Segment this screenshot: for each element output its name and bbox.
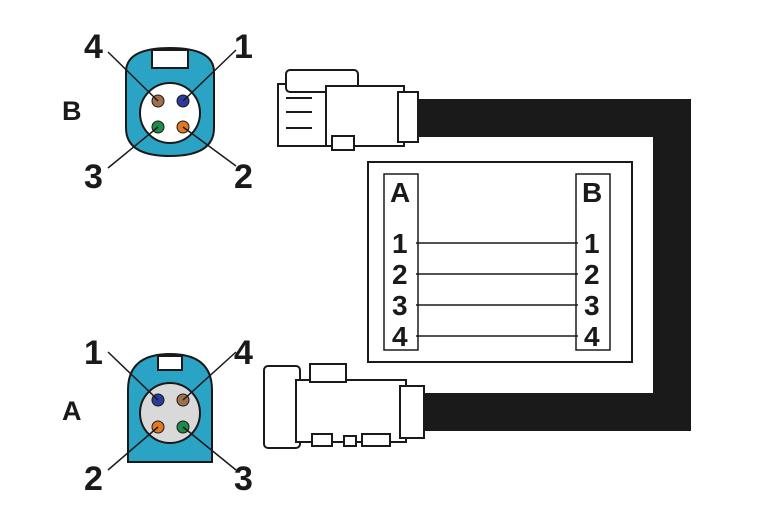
pinout-table xyxy=(367,161,633,363)
table-row-4-left: 4 xyxy=(392,321,408,352)
connector-b-label: B xyxy=(62,96,82,126)
cable xyxy=(415,99,691,431)
connector-b-pin-4-label: 4 xyxy=(84,28,103,66)
table-row-1-right: 1 xyxy=(584,228,600,259)
connector-b-pin-1-label: 1 xyxy=(234,28,253,66)
table-row-1-left: 1 xyxy=(392,228,408,259)
table-row-2-right: 2 xyxy=(584,259,600,290)
table-row-2-left: 2 xyxy=(392,259,408,290)
plug-a-housing xyxy=(263,363,425,449)
connector-a-pin-3-label: 3 xyxy=(234,460,253,498)
connector-a-pin-2-label: 2 xyxy=(84,460,103,498)
connector-a-label: A xyxy=(62,396,82,426)
connector-b-face xyxy=(107,46,237,169)
connector-a-pin-4-label: 4 xyxy=(234,334,253,372)
connector-b-pin-3-label: 3 xyxy=(84,158,103,196)
table-header-a: A xyxy=(390,177,410,208)
table-row-4-right: 4 xyxy=(584,321,600,352)
plug-b-housing xyxy=(277,69,419,151)
connector-a-pin-1-label: 1 xyxy=(84,334,103,372)
connector-b-pin-2-label: 2 xyxy=(234,158,253,196)
connector-a-face xyxy=(107,351,237,471)
table-row-3-right: 3 xyxy=(584,290,600,321)
table-header-b: B xyxy=(582,177,602,208)
table-row-3-left: 3 xyxy=(392,290,408,321)
